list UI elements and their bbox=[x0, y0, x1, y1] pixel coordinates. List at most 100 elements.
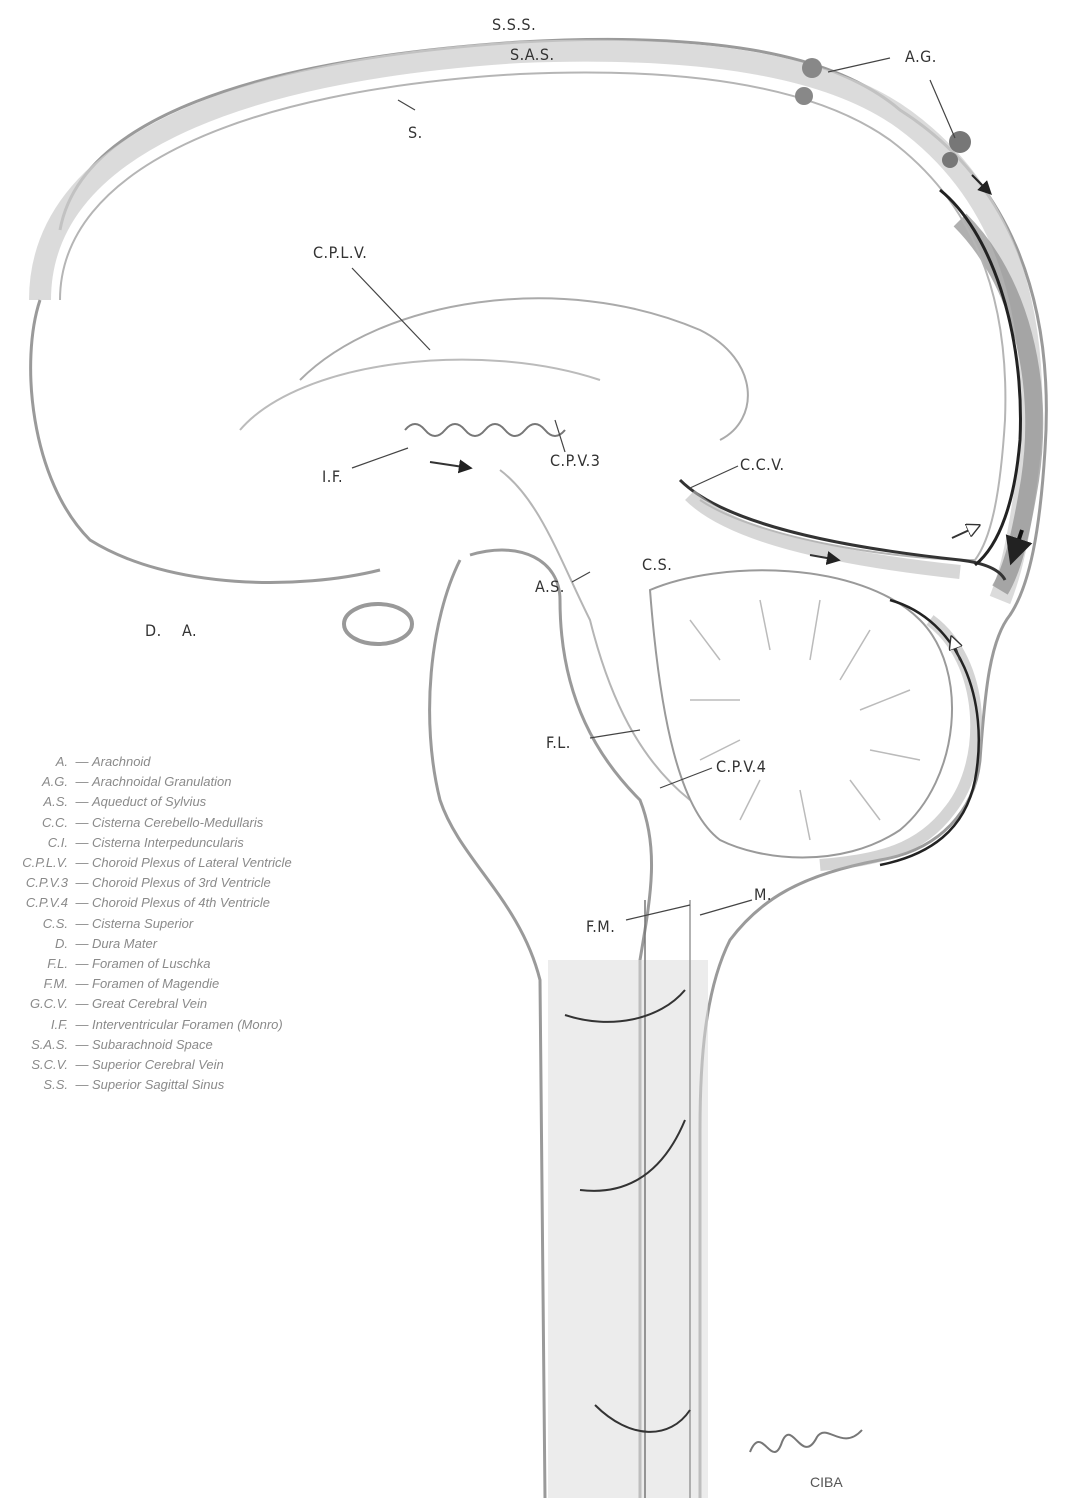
legend-dash: — bbox=[72, 792, 92, 812]
legend-row: A.S.—Aqueduct of Sylvius bbox=[0, 792, 420, 812]
legend-dash: — bbox=[72, 994, 92, 1014]
subarachnoid-band-top bbox=[40, 51, 1031, 600]
leader-if bbox=[352, 448, 408, 468]
pons-outline bbox=[430, 560, 545, 1498]
flow-arrow-foramen bbox=[430, 462, 470, 468]
legend-abbr: C.I. bbox=[0, 833, 72, 853]
legend-desc: Choroid Plexus of Lateral Ventricle bbox=[92, 853, 292, 873]
legend-abbr: G.C.V. bbox=[0, 994, 72, 1014]
legend-row: C.P.L.V.—Choroid Plexus of Lateral Ventr… bbox=[0, 853, 420, 873]
legend-dash: — bbox=[72, 1015, 92, 1035]
legend-row: S.S.—Superior Sagittal Sinus bbox=[0, 1075, 420, 1095]
legend-desc: Superior Sagittal Sinus bbox=[92, 1075, 224, 1095]
legend-desc: Dura Mater bbox=[92, 934, 157, 954]
legend-dash: — bbox=[72, 914, 92, 934]
leader-s bbox=[398, 100, 415, 110]
signature-text: CIBA bbox=[810, 1474, 843, 1490]
legend-dash: — bbox=[72, 1035, 92, 1055]
legend-dash: — bbox=[72, 813, 92, 833]
legend-row: C.C.—Cisterna Cerebello-Medullaris bbox=[0, 813, 420, 833]
legend-desc: Choroid Plexus of 3rd Ventricle bbox=[92, 873, 271, 893]
label-if: I.F. bbox=[322, 467, 343, 486]
legend-desc: Subarachnoid Space bbox=[92, 1035, 213, 1055]
label-fl: F.L. bbox=[546, 733, 571, 752]
legend-desc: Cisterna Interpeduncularis bbox=[92, 833, 244, 853]
label-fm: F.M. bbox=[586, 917, 615, 936]
cerebral-hemisphere-outline bbox=[31, 300, 380, 582]
legend-desc: Arachnoidal Granulation bbox=[92, 772, 231, 792]
legend-dash: — bbox=[72, 974, 92, 994]
legend-row: A.—Arachnoid bbox=[0, 752, 420, 772]
legend-row: C.I.—Cisterna Interpeduncularis bbox=[0, 833, 420, 853]
legend-row: C.P.V.3—Choroid Plexus of 3rd Ventricle bbox=[0, 873, 420, 893]
legend-dash: — bbox=[72, 833, 92, 853]
legend-row: C.P.V.4—Choroid Plexus of 4th Ventricle bbox=[0, 893, 420, 913]
legend-row: D.—Dura Mater bbox=[0, 934, 420, 954]
tentorium-band bbox=[690, 495, 960, 572]
legend-desc: Foramen of Luschka bbox=[92, 954, 211, 974]
legend-abbr: C.P.V.4 bbox=[0, 893, 72, 913]
legend-abbr: C.C. bbox=[0, 813, 72, 833]
label-m: M. bbox=[754, 885, 772, 904]
legend-row: F.L.—Foramen of Luschka bbox=[0, 954, 420, 974]
fornix-arc bbox=[240, 360, 600, 430]
leader-ag-1 bbox=[828, 58, 890, 72]
legend-desc: Cisterna Superior bbox=[92, 914, 193, 934]
legend-dash: — bbox=[72, 1055, 92, 1075]
legend-dash: — bbox=[72, 1075, 92, 1095]
label-ag: A.G. bbox=[905, 47, 937, 66]
legend-row: A.G.—Arachnoidal Granulation bbox=[0, 772, 420, 792]
label-ccv: C.C.V. bbox=[740, 455, 785, 474]
leader-ccv bbox=[690, 466, 738, 488]
legend-desc: Cisterna Cerebello-Medullaris bbox=[92, 813, 263, 833]
leader-m bbox=[700, 900, 752, 915]
legend-row: F.M.—Foramen of Magendie bbox=[0, 974, 420, 994]
legend-row: S.C.V.—Superior Cerebral Vein bbox=[0, 1055, 420, 1075]
legend-abbr: F.M. bbox=[0, 974, 72, 994]
legend-abbr: C.P.V.3 bbox=[0, 873, 72, 893]
legend-abbr: A.S. bbox=[0, 792, 72, 812]
legend-row: G.C.V.—Great Cerebral Vein bbox=[0, 994, 420, 1014]
legend-dash: — bbox=[72, 873, 92, 893]
legend-desc: Arachnoid bbox=[92, 752, 151, 772]
legend-abbr: A. bbox=[0, 752, 72, 772]
flow-arrow-posterior bbox=[952, 526, 978, 538]
label-cplv: C.P.L.V. bbox=[313, 243, 367, 262]
leader-cplv bbox=[352, 268, 430, 350]
legend-desc: Great Cerebral Vein bbox=[92, 994, 207, 1014]
label-s: S. bbox=[408, 123, 423, 142]
legend-abbr: A.G. bbox=[0, 772, 72, 792]
legend-dash: — bbox=[72, 934, 92, 954]
legend-desc: Choroid Plexus of 4th Ventricle bbox=[92, 893, 270, 913]
label-cs: C.S. bbox=[642, 555, 672, 574]
legend-abbr: S.A.S. bbox=[0, 1035, 72, 1055]
legend-abbr: I.F. bbox=[0, 1015, 72, 1035]
legend-abbr: C.S. bbox=[0, 914, 72, 934]
label-sas-top: S.A.S. bbox=[510, 45, 555, 64]
legend-abbr: C.P.L.V. bbox=[0, 853, 72, 873]
legend-desc: Interventricular Foramen (Monro) bbox=[92, 1015, 283, 1035]
label-cpv4: C.P.V.4 bbox=[716, 757, 766, 776]
legend-desc: Superior Cerebral Vein bbox=[92, 1055, 224, 1075]
cerebellum-outline bbox=[650, 570, 952, 857]
third-ventricle-plexus bbox=[405, 424, 565, 436]
legend-abbr: S.C.V. bbox=[0, 1055, 72, 1075]
legend-dash: — bbox=[72, 893, 92, 913]
legend-dash: — bbox=[72, 853, 92, 873]
legend-abbr: D. bbox=[0, 934, 72, 954]
legend-row: I.F.—Interventricular Foramen (Monro) bbox=[0, 1015, 420, 1035]
legend-row: S.A.S.—Subarachnoid Space bbox=[0, 1035, 420, 1055]
leader-fl bbox=[590, 730, 640, 738]
legend-desc: Foramen of Magendie bbox=[92, 974, 219, 994]
legend-dash: — bbox=[72, 772, 92, 792]
label-as: A.S. bbox=[535, 577, 565, 596]
label-cpv3: C.P.V.3 bbox=[550, 451, 600, 470]
label-sss: S.S.S. bbox=[492, 15, 536, 34]
label-da: D. A. bbox=[145, 621, 197, 640]
legend-desc: Aqueduct of Sylvius bbox=[92, 792, 206, 812]
leader-fm bbox=[626, 905, 690, 920]
legend-dash: — bbox=[72, 752, 92, 772]
leader-as bbox=[572, 572, 590, 582]
